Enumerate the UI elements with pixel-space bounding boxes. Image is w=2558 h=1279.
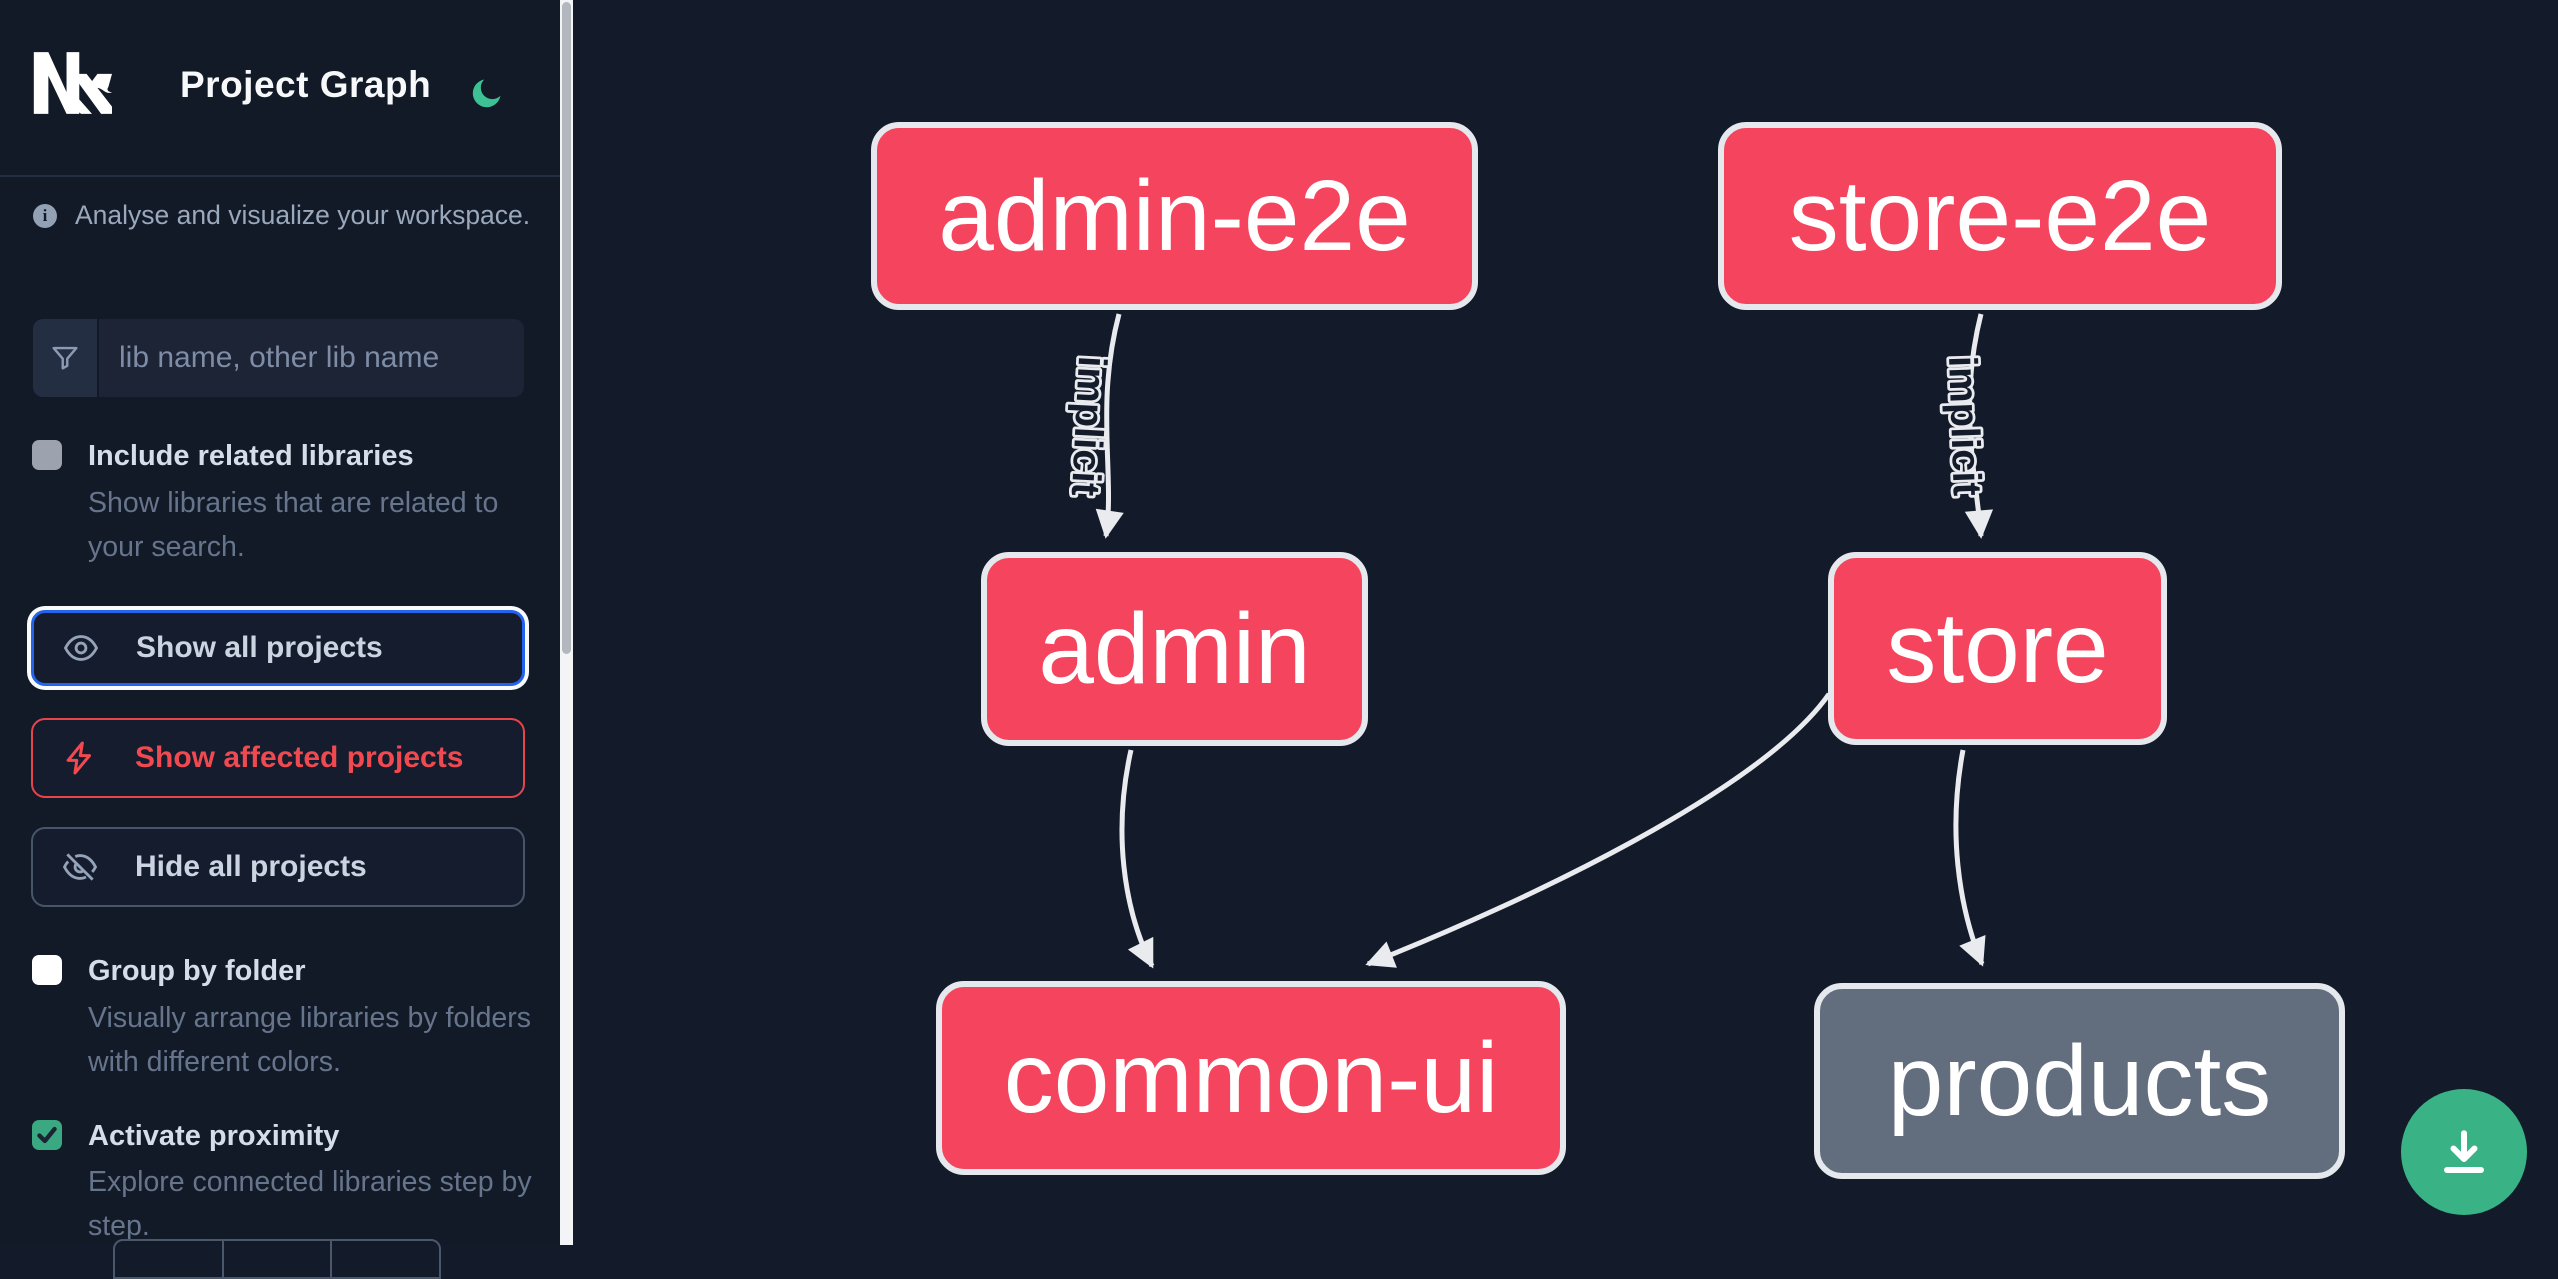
eye-icon	[62, 629, 100, 667]
graph-node-common-ui[interactable]: common-ui	[936, 981, 1566, 1175]
proximity-depth-value	[221, 1241, 331, 1277]
graph-edges-layer: implicit implicit	[1060, 313, 1994, 969]
header-divider	[0, 175, 560, 177]
include-related-libraries-checkbox[interactable]	[32, 440, 62, 470]
toggle-description: Visually arrange libraries by folders wi…	[88, 1002, 532, 1078]
edge-store-products	[1953, 749, 1986, 967]
edge-admin-common-ui	[1119, 749, 1155, 969]
graph-node-admin-e2e[interactable]: admin-e2e	[871, 122, 1478, 310]
edge-label-implicit: implicit	[1940, 355, 1989, 496]
toggle-description: Show libraries that are related to your …	[88, 487, 499, 563]
graph-node-products[interactable]: products	[1814, 983, 2345, 1179]
hide-all-projects-button[interactable]: Hide all projects	[31, 827, 525, 907]
toggle-label: Include related libraries	[88, 440, 414, 472]
proximity-increment-button[interactable]	[330, 1241, 439, 1277]
proximity-depth-stepper	[113, 1239, 441, 1279]
bolt-icon	[61, 739, 99, 777]
info-icon: i	[33, 203, 57, 228]
download-icon	[2434, 1122, 2494, 1182]
tagline: Analyse and visualize your workspace.	[75, 200, 531, 230]
node-label: common-ui	[1003, 1021, 1499, 1134]
button-label: Show affected projects	[135, 741, 464, 774]
sidebar-scrollbar-thumb[interactable]	[562, 2, 571, 654]
graph-node-store-e2e[interactable]: store-e2e	[1718, 122, 2282, 310]
group-by-folder-checkbox[interactable]	[32, 955, 62, 985]
node-label: store-e2e	[1788, 159, 2212, 272]
edge-admin-e2e-admin	[1095, 313, 1124, 539]
toggle-label: Group by folder	[88, 955, 306, 987]
funnel-icon	[33, 319, 99, 397]
graph-node-admin[interactable]: admin	[981, 552, 1368, 746]
toggle-label: Activate proximity	[88, 1120, 340, 1152]
search-box	[33, 319, 524, 397]
button-label: Show all projects	[136, 631, 383, 664]
download-image-button[interactable]	[2401, 1089, 2527, 1215]
node-label: admin	[1038, 592, 1311, 705]
node-label: products	[1887, 1024, 2272, 1137]
button-label: Hide all projects	[135, 850, 367, 883]
page-title: Project Graph	[180, 64, 432, 105]
node-label: admin-e2e	[938, 159, 1411, 272]
show-affected-projects-button[interactable]: Show affected projects	[31, 718, 525, 798]
node-label: store	[1886, 592, 2109, 704]
edge-store-common-ui	[1365, 692, 1832, 968]
activate-proximity-checkbox[interactable]	[32, 1120, 62, 1150]
theme-toggle-moon-icon[interactable]	[468, 76, 504, 112]
sidebar: Project Graph i Analyse and visualize yo…	[0, 0, 560, 1279]
edge-label-implicit: implicit	[1063, 355, 1114, 497]
search-input[interactable]	[99, 319, 524, 397]
graph-node-store[interactable]: store	[1828, 552, 2167, 745]
proximity-decrement-button[interactable]	[115, 1241, 222, 1277]
edge-store-e2e-store	[1964, 313, 1994, 539]
sidebar-scrollbar[interactable]	[560, 0, 573, 1245]
nx-logo	[32, 50, 112, 116]
toggle-description: Explore connected libraries step by step…	[88, 1166, 532, 1242]
show-all-projects-button[interactable]: Show all projects	[31, 610, 525, 686]
eye-slash-icon	[61, 848, 99, 886]
